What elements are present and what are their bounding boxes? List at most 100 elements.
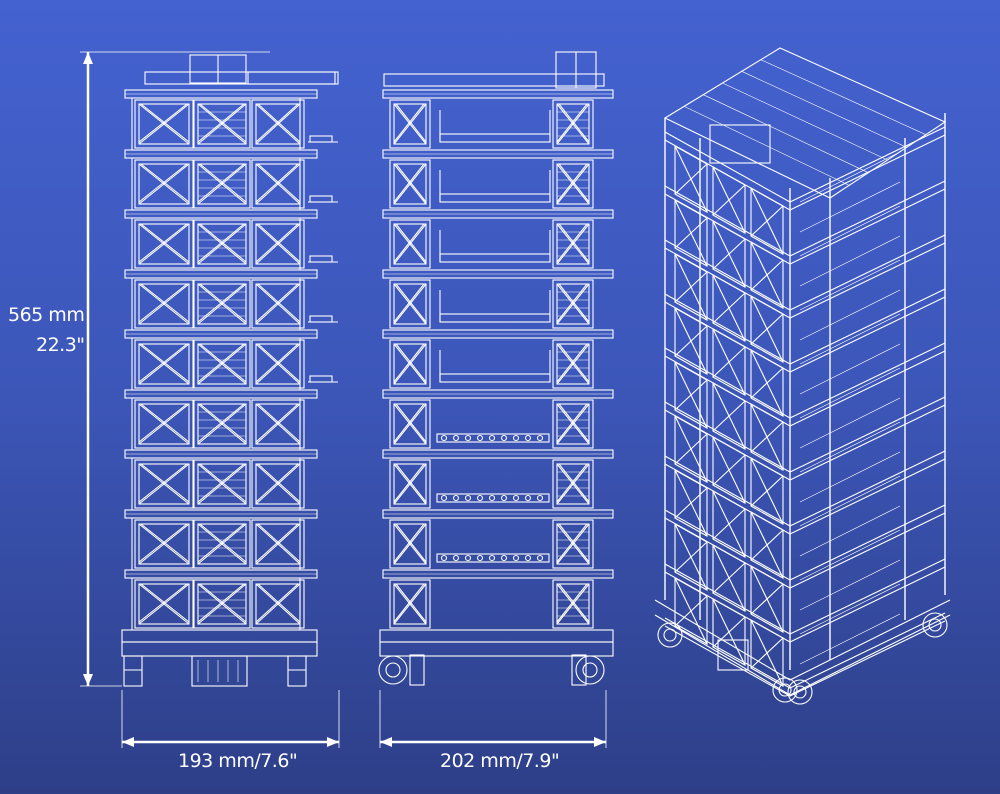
brace bbox=[199, 463, 247, 503]
brace bbox=[199, 583, 247, 623]
top-block bbox=[709, 124, 771, 164]
brace bbox=[255, 523, 301, 565]
panel-line bbox=[799, 289, 901, 341]
stud bbox=[464, 434, 472, 442]
stud bbox=[524, 434, 532, 442]
brace bbox=[199, 403, 247, 443]
brace bbox=[197, 403, 245, 443]
panel bbox=[193, 99, 251, 149]
brace bbox=[197, 463, 245, 503]
panel-line bbox=[799, 529, 901, 581]
panel-inner bbox=[138, 523, 190, 565]
panel-inner bbox=[138, 223, 190, 265]
panel-inner bbox=[393, 583, 427, 625]
drawer bbox=[439, 373, 551, 383]
brace bbox=[556, 403, 590, 445]
brace bbox=[712, 346, 746, 378]
panel bbox=[389, 579, 431, 629]
brace bbox=[750, 583, 784, 615]
panel bbox=[193, 459, 251, 509]
wheel-hub bbox=[778, 683, 792, 697]
brace bbox=[674, 595, 708, 627]
shelf-tab bbox=[309, 195, 333, 203]
wheel-hub bbox=[663, 628, 677, 642]
panel-inner bbox=[138, 403, 190, 445]
brace bbox=[750, 313, 784, 345]
stud bbox=[476, 434, 484, 442]
brace bbox=[255, 583, 301, 625]
panel-inner bbox=[556, 403, 590, 445]
brace bbox=[140, 523, 190, 563]
panel-line bbox=[799, 451, 901, 503]
brace bbox=[558, 343, 590, 383]
base-beam bbox=[654, 614, 951, 696]
panel bbox=[389, 99, 431, 149]
brace bbox=[674, 271, 708, 303]
brace bbox=[255, 583, 299, 623]
shelf-tab bbox=[309, 135, 333, 143]
wheel bbox=[575, 655, 605, 685]
brace bbox=[750, 367, 784, 399]
panel-line bbox=[799, 343, 901, 395]
arrowhead bbox=[594, 737, 606, 747]
brace bbox=[395, 523, 427, 563]
brace bbox=[712, 454, 746, 486]
stud bbox=[488, 494, 496, 502]
stud bbox=[536, 434, 544, 442]
brace bbox=[750, 259, 784, 291]
panel bbox=[134, 219, 194, 269]
brace bbox=[255, 523, 299, 563]
brace bbox=[197, 163, 247, 205]
drawer bbox=[439, 313, 551, 323]
drawer bbox=[439, 193, 551, 203]
brace bbox=[558, 223, 590, 263]
panel bbox=[389, 219, 431, 269]
side-view bbox=[378, 51, 614, 686]
panel-line bbox=[799, 181, 901, 233]
panel bbox=[193, 219, 251, 269]
brace bbox=[393, 103, 425, 143]
panel-inner bbox=[393, 103, 427, 145]
panel-line bbox=[799, 397, 901, 449]
stud bbox=[512, 554, 520, 562]
brace bbox=[395, 283, 427, 323]
brace bbox=[255, 223, 301, 265]
front-width-label: 193 mm/7.6" bbox=[178, 750, 298, 772]
brace bbox=[255, 103, 301, 145]
top-studs bbox=[247, 71, 339, 85]
wheel-hub bbox=[928, 618, 942, 632]
panel-line bbox=[799, 421, 901, 473]
panel-inner bbox=[197, 283, 247, 325]
brace bbox=[197, 403, 247, 445]
brace bbox=[255, 463, 299, 503]
isometric-view bbox=[654, 47, 951, 705]
brace bbox=[140, 163, 190, 203]
panel bbox=[193, 279, 251, 329]
panel bbox=[193, 399, 251, 449]
panel-inner bbox=[556, 223, 590, 265]
brace bbox=[197, 163, 245, 203]
stud bbox=[464, 554, 472, 562]
stud bbox=[524, 554, 532, 562]
panel-line bbox=[799, 505, 901, 557]
brace bbox=[556, 163, 590, 205]
brace bbox=[558, 163, 590, 203]
panel bbox=[134, 399, 194, 449]
drawer bbox=[439, 253, 551, 263]
brace bbox=[197, 103, 245, 143]
brace bbox=[197, 343, 247, 385]
panel-line bbox=[799, 205, 901, 257]
panel bbox=[552, 579, 594, 629]
panel bbox=[552, 399, 594, 449]
brace bbox=[393, 583, 427, 625]
panel-line bbox=[799, 151, 901, 203]
panel-line bbox=[799, 235, 901, 287]
brace bbox=[199, 283, 247, 323]
brace bbox=[197, 343, 245, 383]
brace bbox=[138, 103, 188, 143]
panel-inner bbox=[393, 223, 427, 265]
panel bbox=[251, 99, 305, 149]
stud bbox=[476, 494, 484, 502]
brace bbox=[393, 463, 427, 505]
stud bbox=[440, 434, 448, 442]
